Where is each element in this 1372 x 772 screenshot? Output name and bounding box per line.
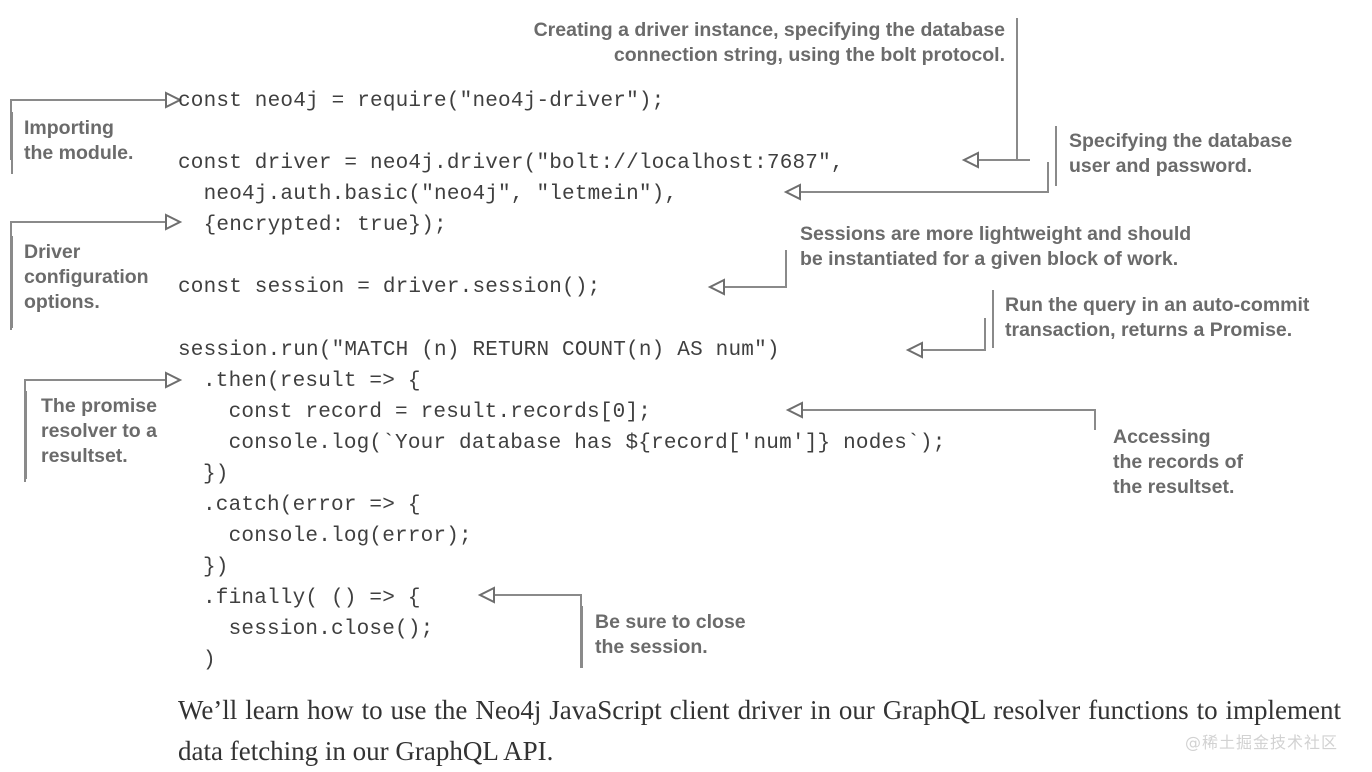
leader-sessions-lightweight (707, 250, 787, 296)
callout-specifying-user: Specifying the database user and passwor… (1069, 130, 1293, 177)
code-line-console-error: console.log(error); (203, 525, 472, 548)
callout-driver-config: Driver configuration options. (24, 241, 149, 313)
code-line-catch: .catch(error => { (203, 494, 421, 517)
code-line-session-run: session.run("MATCH (n) RETURN COUNT(n) A… (178, 339, 780, 362)
code-line-finally: .finally( () => { (203, 587, 421, 610)
leader-creating-driver (961, 151, 1030, 169)
code-line-auth-basic: neo4j.auth.basic("neo4j", "letmein"), (178, 183, 678, 206)
code-line-driver: const driver = neo4j.driver("bolt://loca… (178, 152, 844, 175)
code-line-then-close: }) (203, 463, 229, 486)
callout-promise-resolver: The promise resolver to a resultset. (41, 395, 157, 467)
callout-bar-specifying-user (1055, 126, 1057, 186)
callout-run-query: Run the query in an auto-commit transact… (1005, 294, 1310, 341)
leader-accessing-records (785, 401, 1096, 430)
code-line-session: const session = driver.session(); (178, 276, 601, 299)
code-line-session-close: session.close(); (203, 618, 434, 641)
code-line-const-record: const record = result.records[0]; (203, 401, 652, 424)
callout-bar-importing-module (11, 112, 13, 174)
callout-bar-close-session (581, 606, 583, 668)
callout-importing-module: Importing the module. (24, 117, 134, 164)
callout-creating-driver: Creating a driver instance, specifying t… (533, 19, 1005, 66)
code-line-console-log: console.log(`Your database has ${record[… (203, 432, 946, 455)
callout-bar-creating-driver (1016, 18, 1018, 160)
body-paragraph: We’ll learn how to use the Neo4j JavaScr… (178, 695, 1341, 766)
leader-run-query (905, 318, 986, 359)
code-line-catch-close: }) (203, 556, 229, 579)
leader-close-session (477, 586, 582, 668)
callout-sessions-lightweight: Sessions are more lightweight and should… (800, 223, 1192, 270)
callout-bar-driver-config (11, 236, 13, 328)
code-line-require: const neo4j = require("neo4j-driver"); (178, 90, 665, 113)
callout-bar-promise-resolver (25, 391, 27, 479)
code-line-encrypted: {encrypted: true}); (178, 214, 447, 237)
code-line-finally-close: ) (203, 649, 216, 672)
callout-accessing-records: Accessing the records of the resultset. (1113, 426, 1244, 498)
code-line-then: .then(result => { (203, 370, 421, 393)
watermark: @稀土掘金技术社区 (1185, 733, 1339, 752)
callout-close-session: Be sure to close the session. (595, 611, 746, 658)
callout-bar-run-query (992, 290, 994, 348)
